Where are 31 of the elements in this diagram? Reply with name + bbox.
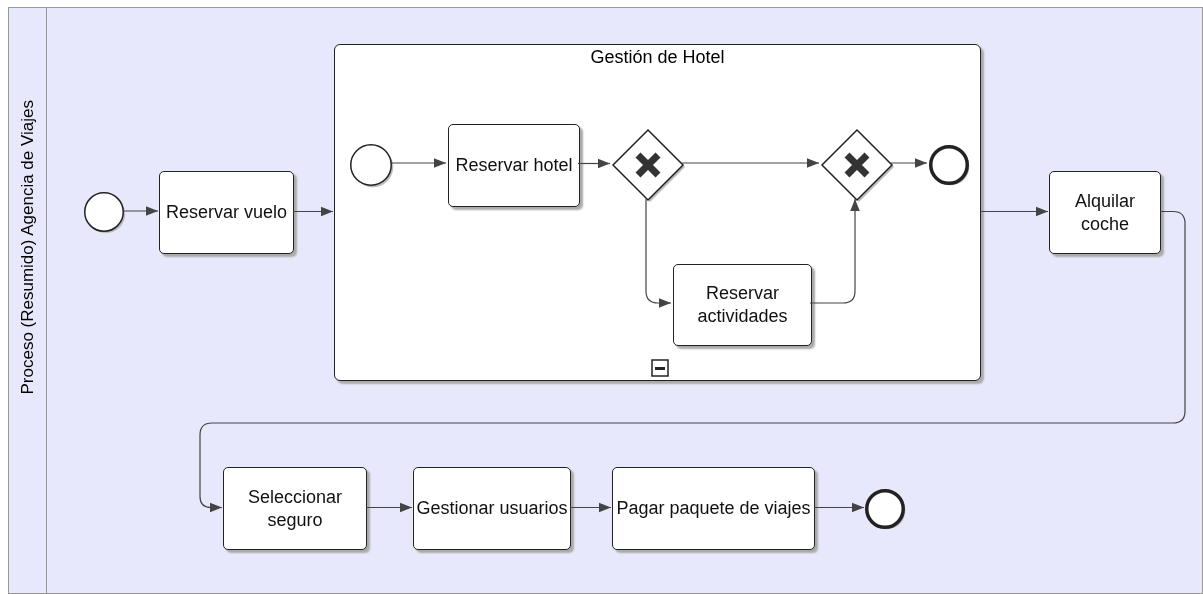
pool [8,7,1203,594]
sequence-flow-arrow [122,206,159,216]
task-label: Seleccionar seguro [246,485,344,532]
task-box [612,467,815,550]
task-label: Reservar actividades [696,282,789,328]
task-box [159,171,294,254]
task-label: Pagar paquete de viajes [616,497,811,520]
sequence-flow-arrow [645,198,672,308]
sequence-flow-arrow [389,158,447,168]
task-box [223,467,367,550]
task-label: Gestionar usuarios [416,497,568,520]
sequence-flow-arrow [890,158,928,168]
sequence-flow-arrow [365,502,413,513]
pool-label: Proceso (Resumido) Agencia de Viajes [18,100,38,395]
sequence-flow-arrow [292,206,334,217]
task-label: Alquilar coche [1074,189,1136,236]
sequence-flow-arrow [979,206,1049,217]
subprocess-title: Gestión de Hotel [590,47,725,68]
sequence-flow-arrow [199,210,1186,513]
subprocess-box [334,44,981,381]
task-label: Reservar hotel [455,154,573,177]
task-box [448,124,580,207]
sequence-flow-arrow [813,502,865,513]
task-box [673,264,812,346]
sequence-flow-arrow [577,158,611,169]
sequence-flow-arrow [681,158,820,168]
sequence-flow-arrow [569,502,612,513]
task-box [1049,171,1161,254]
task-box [413,467,571,550]
task-label: Reservar vuelo [165,201,288,224]
sequence-flow-arrow [809,198,860,304]
